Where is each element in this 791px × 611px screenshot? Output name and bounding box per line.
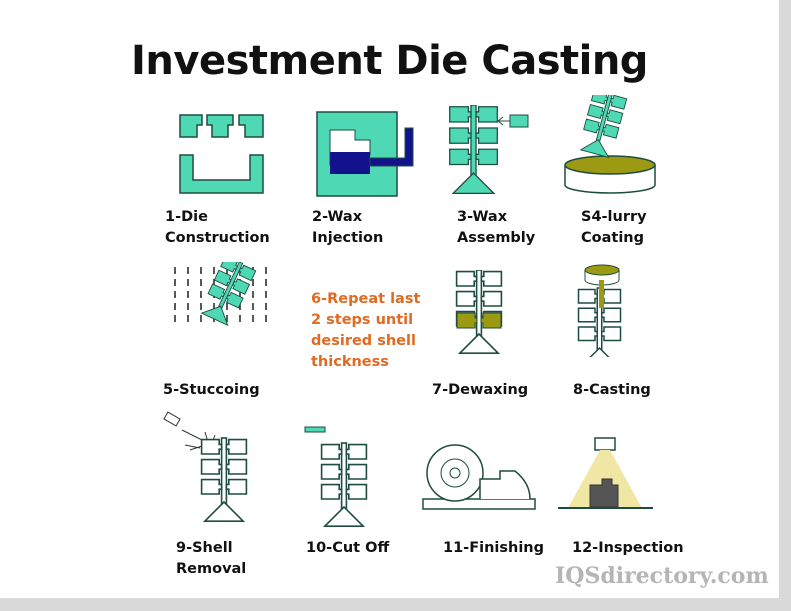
- step-label: 3-Wax Assembly: [457, 209, 536, 246]
- casting-icon: [577, 264, 622, 357]
- step-label: 2-Wax Injection: [312, 209, 384, 246]
- inspection-icon: [558, 437, 653, 509]
- stuccoing-icon: [174, 262, 267, 327]
- step-label: 12-Inspection: [572, 540, 684, 556]
- die-mold-icon: [179, 114, 264, 194]
- wax-assembly-icon: [449, 105, 529, 195]
- watermark: IQSdirectory.com: [555, 563, 769, 589]
- step-label: 11-Finishing: [443, 540, 544, 556]
- step-label: 7-Dewaxing: [432, 382, 529, 398]
- shell-removal-icon: [163, 411, 248, 523]
- page-title: Investment Die Casting: [131, 38, 648, 84]
- step-label: S4-lurry Coating: [581, 209, 647, 246]
- step-label: 1-Die Construction: [165, 209, 270, 246]
- cut-off-icon: [304, 426, 368, 528]
- step-label: 10-Cut Off: [306, 540, 390, 556]
- diagram-card: Investment Die Casting: [0, 0, 779, 598]
- step-label: 8-Casting: [573, 382, 651, 398]
- step-label: 9-Shell Removal: [176, 540, 247, 577]
- wax-injection-icon: [316, 111, 414, 197]
- dewaxing-icon: [455, 270, 503, 355]
- repeat-note: 6-Repeat last 2 steps until desired shel…: [311, 291, 421, 370]
- finishing-machine-icon: [422, 444, 536, 510]
- slurry-coating-icon: [564, 95, 656, 194]
- step-label: 5-Stuccoing: [163, 382, 260, 398]
